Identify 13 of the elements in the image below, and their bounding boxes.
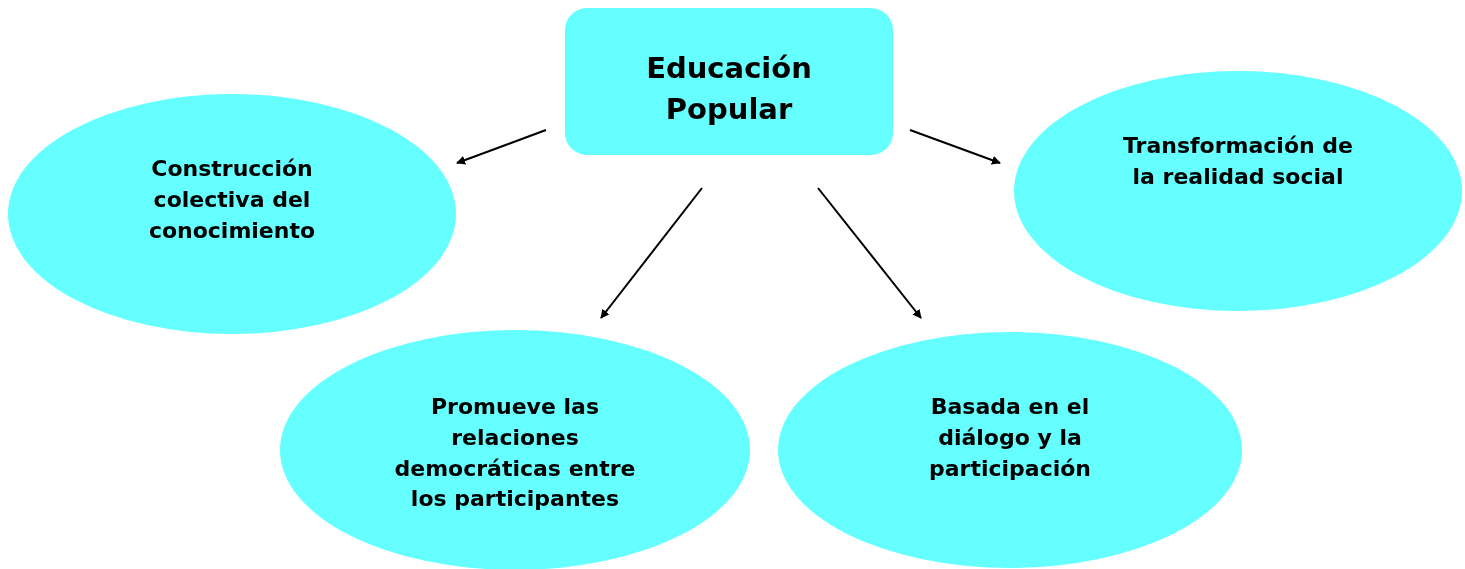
node-text: Basada en el diálogo y la participación (927, 393, 1092, 483)
node-text: Construcción colectiva del conocimiento (147, 155, 317, 245)
rounded-box (565, 8, 893, 155)
ellipse-node (778, 332, 1242, 568)
arrow (456, 129, 547, 165)
node-text: Promueve las relaciones democráticas entre los participantes (393, 393, 637, 514)
node-text: Transformación de la realidad social (1121, 132, 1354, 191)
arrow (909, 129, 1001, 165)
node-text: Educación Popular (645, 50, 813, 128)
ellipse-node (8, 94, 456, 334)
arrow (600, 187, 703, 319)
arrow (817, 187, 922, 319)
ellipse-node (1014, 71, 1462, 311)
